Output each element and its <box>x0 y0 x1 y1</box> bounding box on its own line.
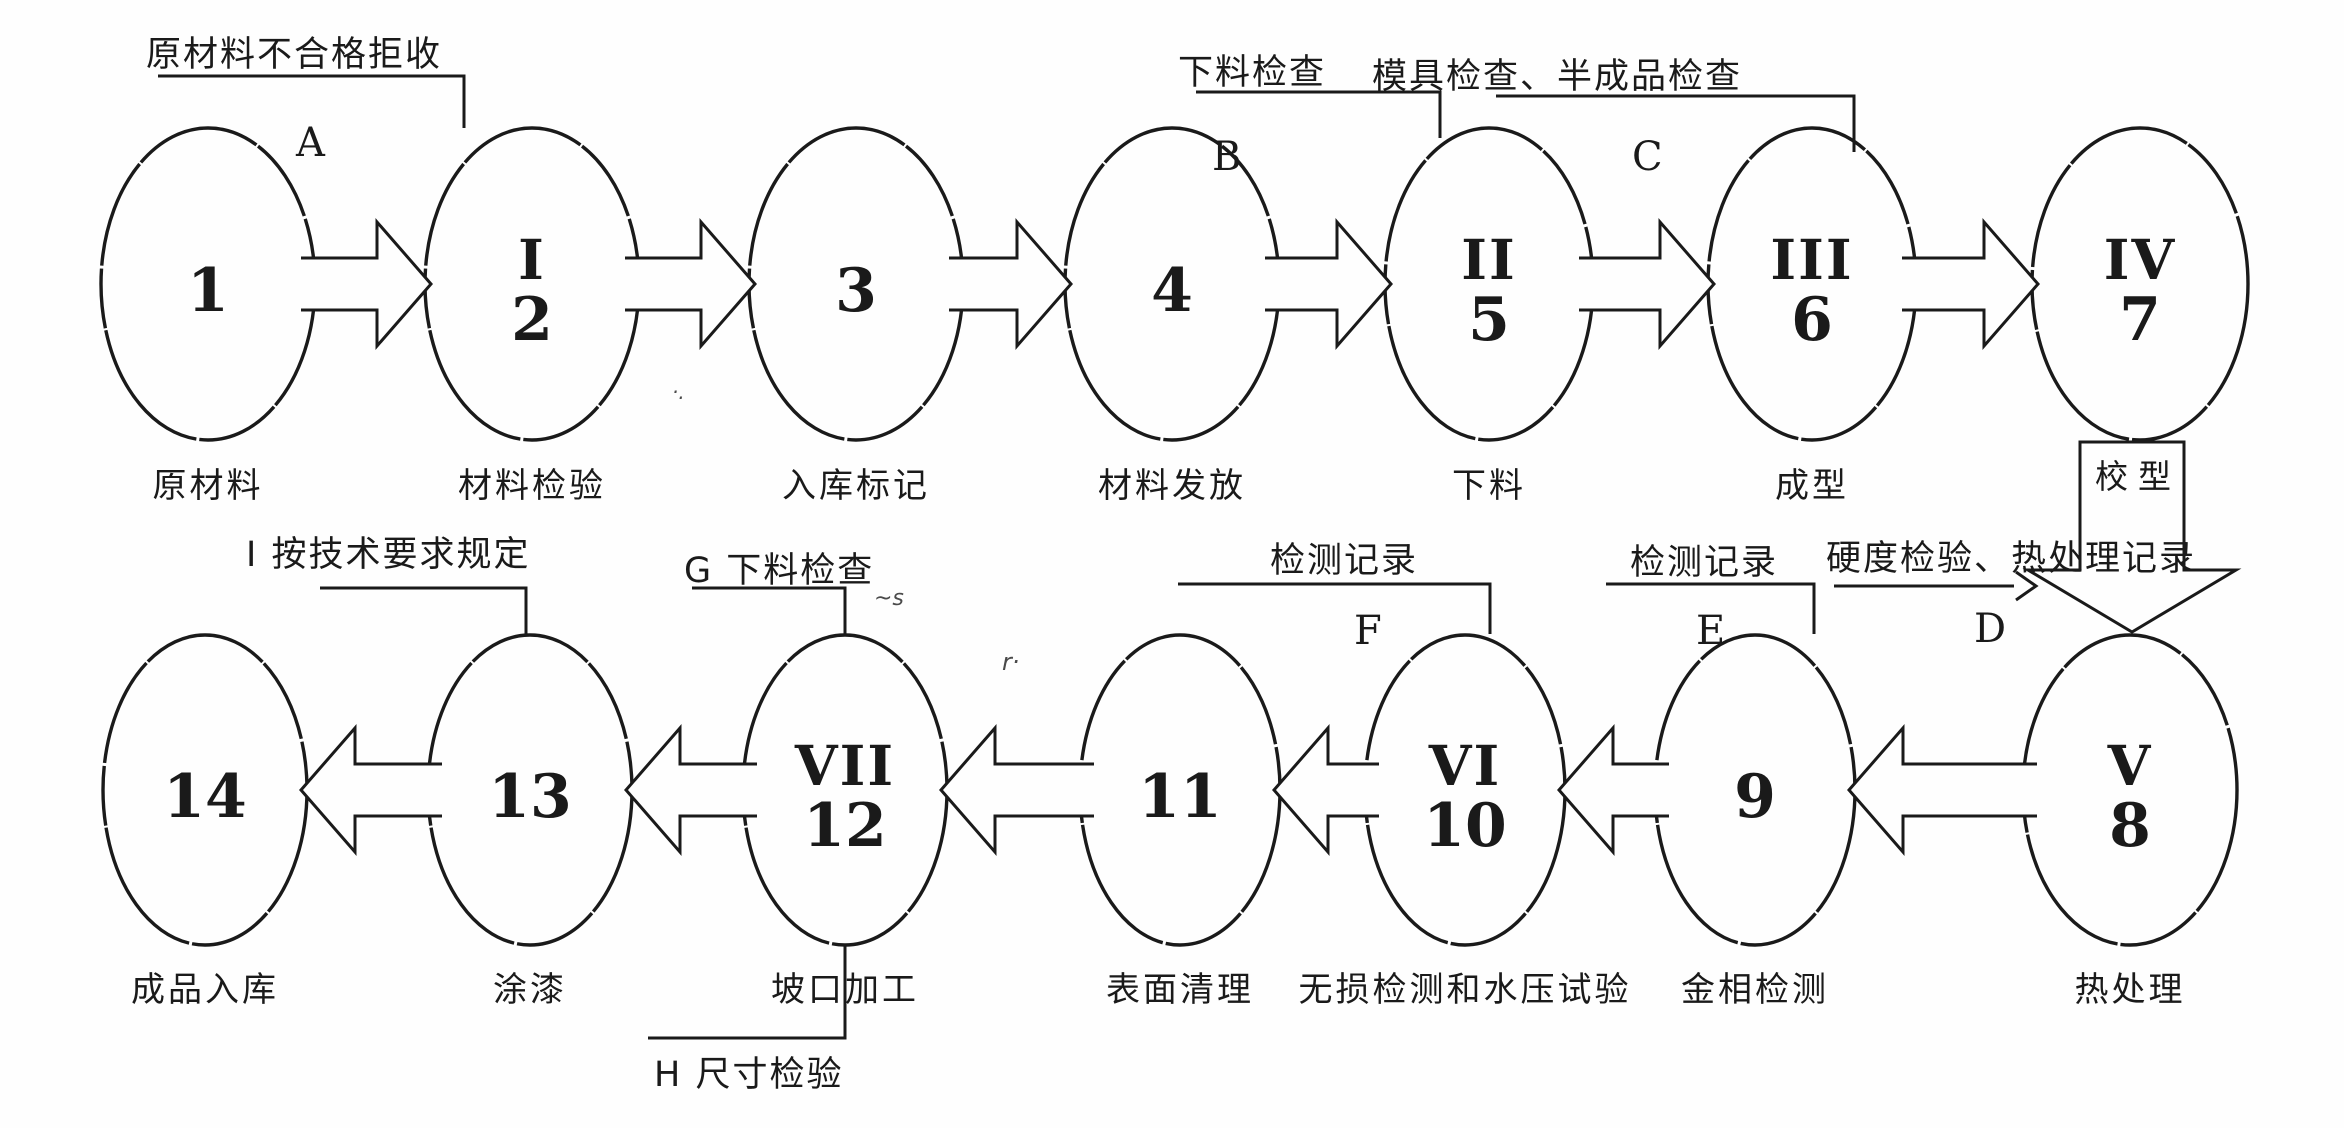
annotation-line-6 <box>692 586 847 634</box>
node-roman-5: II <box>1461 227 1517 293</box>
annotation-line-3 <box>1178 582 1492 634</box>
flow-arrow-8-to-9 <box>1847 723 2037 857</box>
node-number-3: 3 <box>835 256 877 327</box>
annotation-line-7 <box>320 586 528 636</box>
node-text-4: 4 <box>1151 260 1193 324</box>
node-text-11: 11 <box>1138 766 1222 830</box>
annotation-7: I 按技术要求规定 <box>246 535 531 575</box>
node-label-4: 材料发放 <box>1098 466 1246 506</box>
node-number-12: 12 <box>803 791 887 862</box>
flow-arrow-13-to-14 <box>299 723 442 857</box>
node-label-5: 下料 <box>1452 466 1526 506</box>
annotation-line-2 <box>1496 94 1856 152</box>
node-label-3: 入库标记 <box>782 466 930 506</box>
node-label-11: 表面清理 <box>1106 970 1254 1010</box>
flow-arrow-4-to-5 <box>1265 217 1393 351</box>
node-label-10: 无损检测和水压试验 <box>1298 970 1632 1010</box>
node-roman-6: III <box>1770 227 1854 293</box>
node-number-7: 7 <box>2119 285 2161 356</box>
annotation-0: 原材料不合格拒收 <box>146 35 443 75</box>
callout-letter-E: E <box>1696 608 1726 654</box>
flow-arrow-5-to-6 <box>1579 217 1716 351</box>
node-number-2: 2 <box>511 285 553 356</box>
flow-arrow-7-to-8 <box>2022 440 2242 634</box>
node-number-1: 1 <box>187 256 229 327</box>
annotation-5: 硬度检验、热处理记录 <box>1826 539 2197 579</box>
node-text-14: 14 <box>163 766 247 830</box>
annotation-4: 检测记录 <box>1630 543 1779 583</box>
flow-arrow-2-to-3 <box>625 217 757 351</box>
node-roman-7: IV <box>2103 227 2177 293</box>
annotation-6: G 下料检查 <box>684 551 875 591</box>
node-text-9: 9 <box>1734 766 1776 830</box>
annotation-8: H 尺寸检验 <box>654 1055 844 1095</box>
flow-arrow-9-to-10 <box>1557 723 1669 857</box>
node-label-14: 成品入库 <box>131 970 279 1010</box>
scan-noise-2: r· <box>1002 648 1020 676</box>
flow-arrow-6-to-7 <box>1902 217 2040 351</box>
annotation-line-4 <box>1606 582 1816 634</box>
flow-arrow-12-to-13 <box>624 723 757 857</box>
callout-letter-A: A <box>296 120 325 166</box>
callout-letter-F: F <box>1354 608 1382 654</box>
node-label-9: 金相检测 <box>1681 970 1829 1010</box>
node-label-13: 涂漆 <box>493 970 567 1010</box>
node-number-5: 5 <box>1468 285 1510 356</box>
node-number-13: 13 <box>488 762 572 833</box>
node-number-10: 10 <box>1423 791 1507 862</box>
node-label-12: 坡口加工 <box>771 970 919 1010</box>
annotation-2: 模具检查、半成品检查 <box>1372 57 1743 97</box>
scan-noise-1: ~s <box>874 586 904 611</box>
annotation-arrowhead-icon <box>2015 570 2039 602</box>
annotation-1: 下料检查 <box>1178 53 1327 93</box>
scan-noise-0: ·. <box>672 380 685 404</box>
annotation-3: 检测记录 <box>1270 541 1419 581</box>
node-number-11: 11 <box>1138 762 1222 833</box>
annotation-line-1 <box>1196 90 1442 138</box>
node-roman-10: VI <box>1428 733 1502 799</box>
down-arrow-label: 校型 <box>2095 457 2181 496</box>
flow-arrow-3-to-4 <box>949 217 1073 351</box>
node-roman-2: I <box>518 227 546 293</box>
node-text-1: 1 <box>187 260 229 324</box>
node-number-14: 14 <box>163 762 247 833</box>
node-number-9: 9 <box>1734 762 1776 833</box>
flow-arrow-10-to-11 <box>1272 723 1379 857</box>
callout-letter-C: C <box>1632 134 1663 180</box>
annotation-line-0 <box>158 74 466 128</box>
node-label-1: 原材料 <box>152 466 264 506</box>
node-roman-12: VII <box>794 733 896 799</box>
node-text-13: 13 <box>488 766 572 830</box>
node-label-6: 成型 <box>1775 466 1849 506</box>
node-number-4: 4 <box>1151 256 1193 327</box>
callout-letter-D: D <box>1974 606 2007 652</box>
annotation-line-8 <box>648 946 847 1040</box>
callout-letter-B: B <box>1212 134 1242 180</box>
node-number-8: 8 <box>2109 791 2151 862</box>
node-label-2: 材料检验 <box>458 466 606 506</box>
flow-arrow-1-to-2 <box>301 217 433 351</box>
node-label-8: 热处理 <box>2074 970 2186 1010</box>
node-number-6: 6 <box>1791 285 1833 356</box>
flow-arrow-11-to-12 <box>939 723 1094 857</box>
node-roman-8: V <box>2107 733 2153 799</box>
node-text-3: 3 <box>835 260 877 324</box>
